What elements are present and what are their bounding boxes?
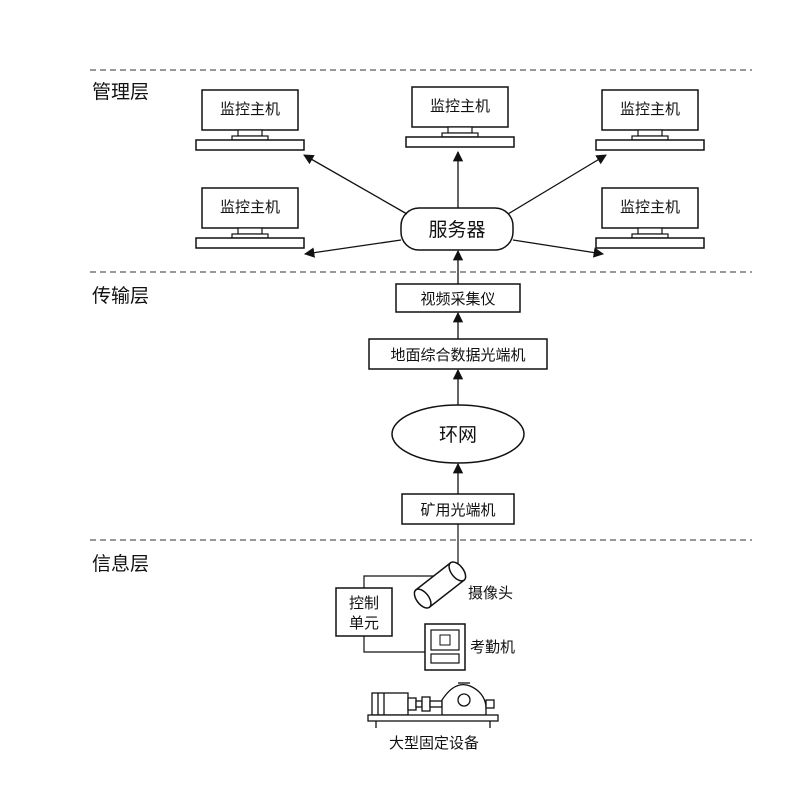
control-unit-label-line1: 控制 xyxy=(349,594,379,612)
mine-optical-terminal-label: 矿用光端机 xyxy=(420,501,495,519)
mine-optical-terminal: 矿用光端机 xyxy=(401,493,515,525)
fixed-equipment-icon xyxy=(367,682,499,728)
arrow-server-to-monitor-top-left xyxy=(303,154,408,215)
arrow-server-to-monitor-top-right xyxy=(507,154,607,215)
monitor-host-bottom-right: 监控主机 xyxy=(595,187,705,249)
video-collector-label: 视频采集仪 xyxy=(420,290,495,308)
fixed-equipment-label: 大型固定设备 xyxy=(389,734,479,752)
attendance-machine: 考勤机 xyxy=(424,623,515,671)
monitor-host-top-left: 监控主机 xyxy=(195,89,305,151)
arrow-server-to-monitor-bottom-left xyxy=(303,239,402,258)
monitor-host-label: 监控主机 xyxy=(620,100,680,118)
monitor-host-label: 监控主机 xyxy=(430,97,490,115)
ring-network: 环网 xyxy=(391,404,525,464)
layer-label-information: 信息层 xyxy=(92,553,149,575)
ground-optical-terminal: 地面综合数据光端机 xyxy=(368,338,548,370)
control-unit: 控制 单元 xyxy=(335,587,393,637)
ring-network-label: 环网 xyxy=(439,424,477,446)
monitor-host-bottom-left: 监控主机 xyxy=(195,187,305,249)
layer-label-management: 管理层 xyxy=(92,81,149,103)
monitor-host-label: 监控主机 xyxy=(220,198,280,216)
camera-label: 摄像头 xyxy=(468,584,513,602)
video-collector: 视频采集仪 xyxy=(395,283,521,313)
link-control-unit-to-attendance xyxy=(363,636,425,653)
monitor-host-label: 监控主机 xyxy=(620,198,680,216)
server: 服务器 xyxy=(400,207,514,251)
camera: 摄像头 xyxy=(413,561,513,609)
server-label: 服务器 xyxy=(428,219,485,241)
ground-optical-terminal-label: 地面综合数据光端机 xyxy=(390,346,525,364)
arrow-server-to-monitor-bottom-right xyxy=(512,239,605,258)
monitor-host-top-center: 监控主机 xyxy=(405,86,515,148)
control-unit-label-line2: 单元 xyxy=(349,614,379,632)
layer-label-transmission: 传输层 xyxy=(92,285,149,307)
link-control-unit-to-camera xyxy=(363,575,440,590)
attendance-machine-label: 考勤机 xyxy=(470,638,515,656)
monitor-host-label: 监控主机 xyxy=(220,100,280,118)
monitor-host-top-right: 监控主机 xyxy=(595,89,705,151)
